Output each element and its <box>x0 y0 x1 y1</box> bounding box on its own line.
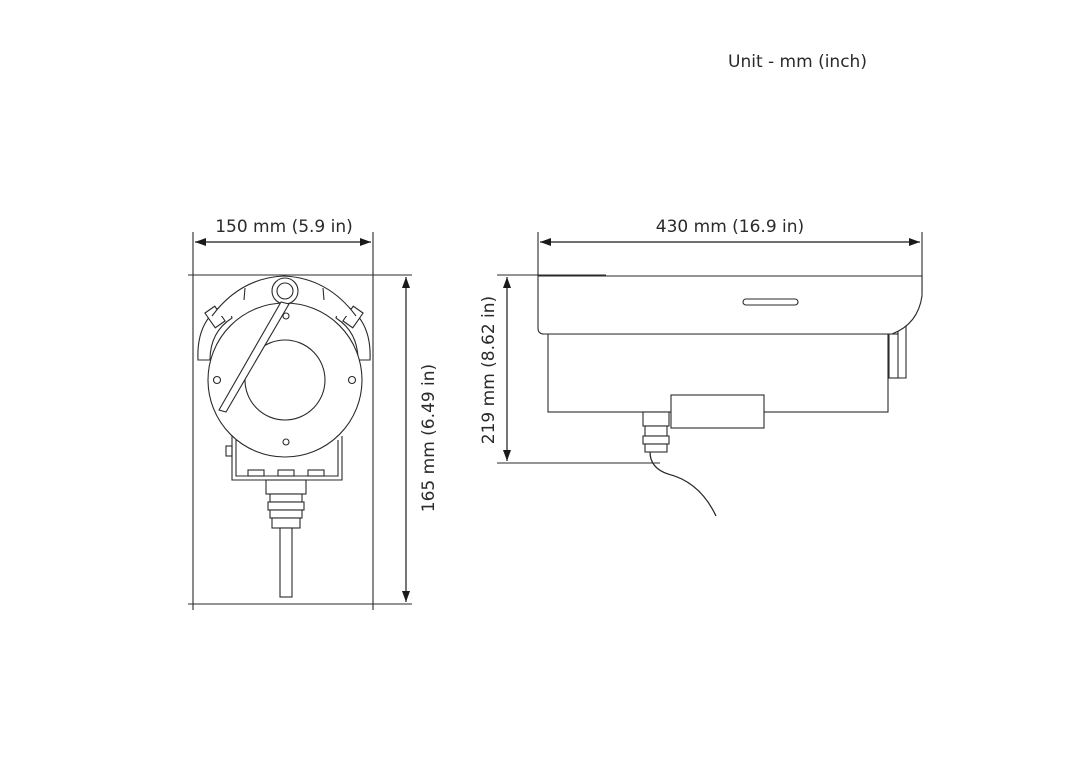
camera-front <box>197 275 371 598</box>
side-height-label: 219 mm (8.62 in) <box>479 296 499 444</box>
front-width-dimension <box>195 238 371 246</box>
front-height-dimension <box>402 277 410 602</box>
front-height-label: 165 mm (6.49 in) <box>419 364 439 512</box>
side-view: 430 mm (16.9 in) 219 mm (8.62 in) <box>479 217 923 517</box>
front-view: 150 mm (5.9 in) 165 mm (6.49 in) <box>188 217 439 610</box>
unit-note: Unit - mm (inch) <box>728 52 867 72</box>
side-length-label: 430 mm (16.9 in) <box>656 217 804 237</box>
side-length-dimension <box>540 238 920 246</box>
front-width-label: 150 mm (5.9 in) <box>215 217 353 237</box>
camera-side <box>537 275 923 517</box>
side-height-dimension <box>503 277 511 461</box>
